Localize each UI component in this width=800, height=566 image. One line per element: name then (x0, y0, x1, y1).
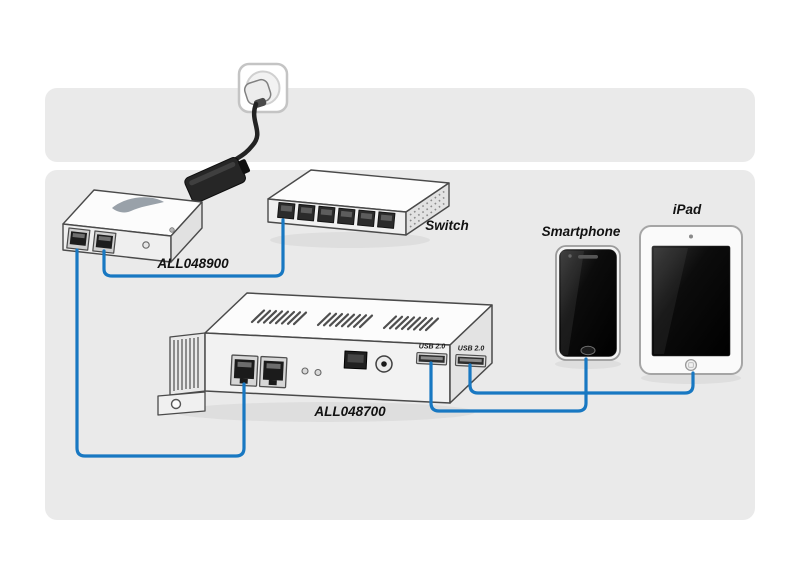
cable-injector-to-switch (102, 218, 285, 278)
smartphone-label: Smartphone (542, 224, 621, 239)
camera-icon (689, 234, 693, 239)
device-shadows (175, 232, 741, 422)
poe-injector-device (62, 189, 203, 263)
usb-port-label: USB 2.0 (458, 346, 485, 353)
rj45-port (92, 230, 117, 254)
home-button-icon (684, 358, 698, 372)
vent-dots (409, 190, 446, 228)
led-indicator (314, 368, 322, 377)
rj45-port (66, 227, 91, 251)
power-adapter (184, 157, 251, 204)
wall-outlet (228, 62, 289, 166)
allnet-logo-icon (112, 197, 164, 213)
cable-usb-to-ipad (468, 363, 695, 395)
camera-icon (568, 254, 572, 258)
led-indicator (301, 367, 309, 375)
main-device: USB 2.0 USB 2.0 (157, 292, 493, 416)
cable-injector-to-main (75, 248, 246, 458)
ipad-label: iPad (673, 202, 702, 217)
cable-usb-to-smartphone (429, 357, 588, 413)
screw-hole (170, 398, 182, 410)
side-grille (173, 337, 199, 391)
rj45-port (229, 354, 259, 387)
switch-label: Switch (425, 218, 469, 233)
home-button-icon (580, 345, 596, 356)
usb-port-label: USB 2.0 (419, 344, 446, 351)
ipad-device (639, 225, 743, 375)
main-device-label: ALL048700 (313, 404, 386, 419)
reset-hole (142, 241, 150, 249)
switch-port (297, 203, 316, 222)
power-plug (243, 78, 272, 108)
switch-port (337, 207, 356, 226)
speaker-icon (578, 255, 598, 259)
rj45-port (258, 355, 288, 389)
mounting-flange (157, 391, 206, 416)
background-band-top (45, 88, 755, 162)
console-port (343, 350, 368, 370)
led-indicator (169, 227, 175, 233)
injector-label: ALL048900 (156, 256, 229, 271)
switch-port (317, 205, 336, 224)
switch-port (277, 202, 296, 220)
smartphone-device (555, 245, 621, 361)
power-jack (375, 355, 393, 373)
switch-port (377, 211, 396, 229)
switch-port (357, 209, 376, 228)
usb-port (454, 353, 487, 368)
network-switch-device (267, 169, 450, 236)
